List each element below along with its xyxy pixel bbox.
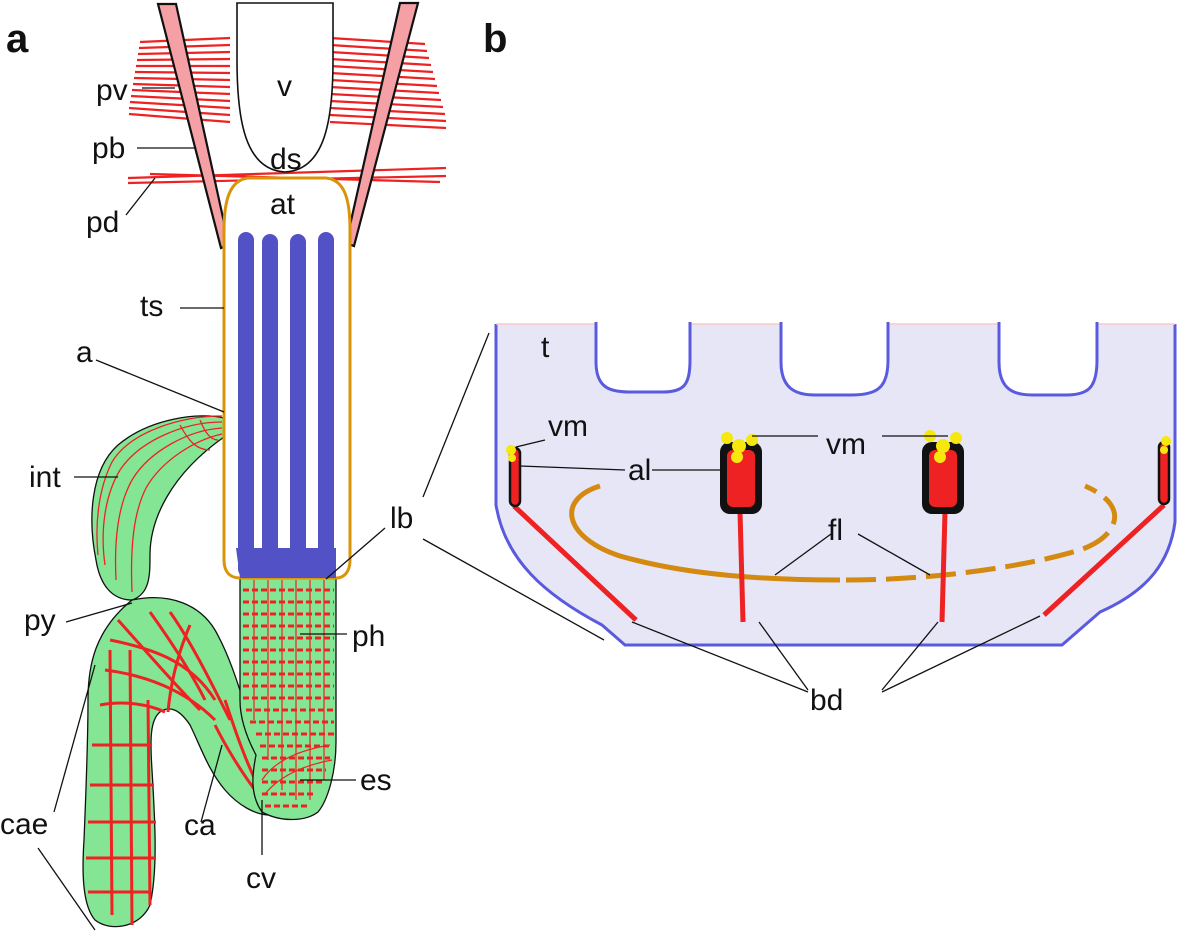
leader-lines-b [422, 332, 1041, 693]
label-ts: ts [140, 290, 163, 323]
pink-bar-right [344, 1, 420, 248]
label-es: es [360, 764, 392, 797]
box-outline [494, 324, 1177, 647]
tentacle-band-2 [262, 234, 278, 577]
label-pd: pd [86, 206, 119, 239]
vestibule [236, 2, 334, 173]
label-al: al [628, 454, 651, 487]
pharynx-muscle-pattern [243, 588, 334, 808]
fl-loop-dashed [845, 483, 1117, 583]
tentacle-bands [238, 232, 334, 577]
label-ca: ca [184, 809, 216, 842]
label-ph: ph [352, 620, 385, 653]
tentacle-band-4 [318, 232, 334, 577]
label-cae: cae [0, 808, 48, 841]
al-structure-left [506, 445, 522, 508]
label-ds: ds [270, 143, 302, 176]
label-a: a [76, 336, 93, 369]
label-pv: pv [96, 74, 128, 107]
tentacle-base [236, 548, 336, 578]
label-t: t [541, 331, 550, 364]
bd-red-lines [512, 503, 1166, 623]
panel-b-letter: b [483, 17, 507, 61]
leader-lines-a [37, 87, 386, 931]
al-structure-center-right [922, 430, 964, 514]
pharynx-muscle-pattern-vertical [253, 580, 333, 800]
fl-loop-solid [569, 483, 841, 583]
tentacle-bases [594, 322, 1099, 397]
label-at: at [270, 188, 296, 221]
label-lb-a: lb [390, 502, 413, 535]
panel-a: a pv v pb ds pd at ts a int lb py ph es … [0, 1, 447, 931]
al-structure-center-left [720, 432, 762, 514]
intestine [91, 415, 225, 601]
label-py: py [24, 604, 56, 637]
tentacle-band-3 [290, 234, 306, 577]
label-int: int [29, 461, 61, 494]
panel-b: b [422, 17, 1177, 717]
label-v: v [277, 70, 292, 103]
label-fl: fl [828, 514, 843, 547]
caecum-muscle-fibers [86, 611, 262, 926]
label-bd: bd [810, 684, 843, 717]
label-vm-left: vm [548, 410, 588, 443]
label-pb: pb [92, 132, 125, 165]
al-structure-right [1157, 436, 1171, 506]
label-cv: cv [246, 862, 276, 895]
intestine-muscle-fibers [96, 415, 223, 593]
panel-a-letter: a [6, 17, 29, 61]
tentacle-band-1 [238, 232, 254, 577]
label-vm-center: vm [826, 428, 866, 461]
